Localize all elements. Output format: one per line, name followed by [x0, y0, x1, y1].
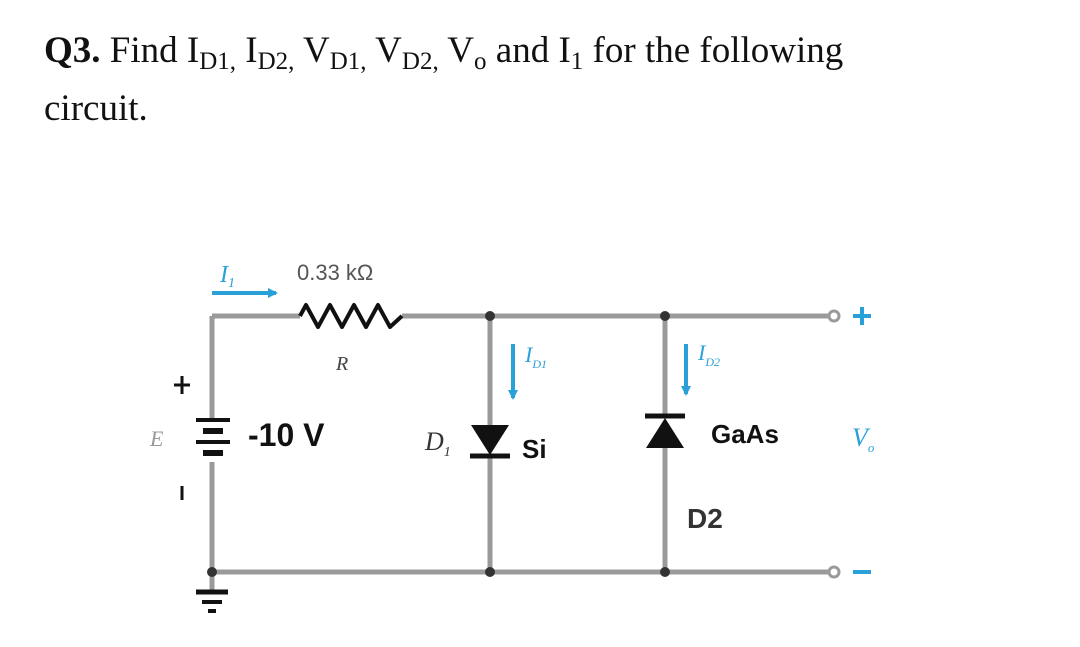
output-terminal-top [827, 309, 841, 323]
junction-dot [660, 567, 670, 577]
diode-d1 [470, 425, 510, 459]
label-resistor-name: R [335, 353, 348, 375]
question-and: and [495, 30, 550, 71]
junction-dot [207, 567, 217, 577]
wires [209, 313, 830, 590]
label-i1: I1 [219, 262, 235, 291]
label-source-value: -10 V [248, 417, 325, 453]
junction-dot [660, 311, 670, 321]
output-terminals [827, 309, 841, 579]
label-id1: ID1 [524, 342, 547, 371]
var-vo: Vo [447, 30, 487, 75]
question-line-1: Q3. Find ID1, ID2, VD1, VD2, Vo and I1 f… [44, 22, 1044, 80]
ground-symbol [196, 589, 228, 613]
question-line-2: circuit. [44, 88, 148, 129]
battery-sign-marks [174, 376, 190, 500]
label-d2-material: GaAs [711, 419, 779, 449]
var-id1: ID1, [186, 30, 237, 75]
label-d2-name: D2 [687, 503, 723, 534]
var-vd2: VD2, [375, 30, 439, 75]
junction-dot [485, 311, 495, 321]
question-text: Q3. Find ID1, ID2, VD1, VD2, Vo and I1 f… [44, 22, 1044, 138]
question-rest: for the following [592, 30, 844, 71]
label-d1-material: Si [522, 434, 547, 464]
label-id2: ID2 [697, 340, 720, 369]
label-d1-name: D1 [424, 427, 451, 460]
resistor-r [298, 303, 404, 329]
battery-symbol [196, 418, 230, 456]
label-source-name: E [149, 426, 164, 451]
var-vd1: VD1, [303, 30, 367, 75]
var-id2: ID2, [245, 30, 295, 75]
diode-d2 [645, 413, 685, 448]
question-number: Q3. [44, 30, 101, 71]
output-terminal-bottom [827, 565, 841, 579]
output-signs [853, 307, 871, 574]
junctions [207, 311, 670, 577]
junction-dot [485, 567, 495, 577]
question-find: Find [109, 30, 178, 71]
label-resistor-value: 0.33 kΩ [297, 260, 373, 285]
label-vo: Vo [852, 423, 875, 455]
var-i1: I1 [558, 30, 584, 75]
